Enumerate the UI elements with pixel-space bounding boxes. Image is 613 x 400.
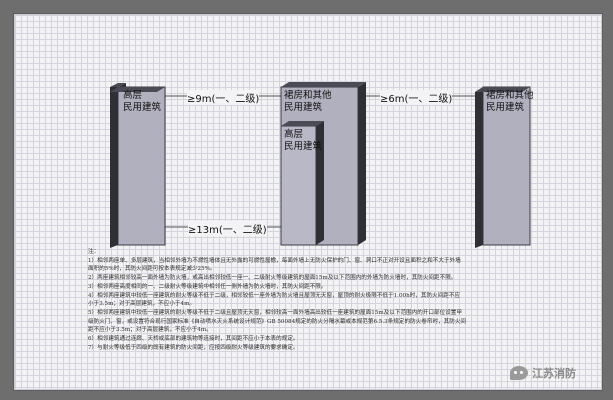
building-left-side-main [110,87,118,248]
note-line: 面积的5%时，其防火间距可按本表规定减少25%。 [88,266,216,273]
building-inner-label: 高层民用建筑 [284,129,323,152]
building-inner [280,121,324,246]
building-right-label: 裙房和其他民用建筑 [486,90,534,113]
building-left-label: 高层民用建筑 [123,90,162,113]
watermark: 江苏消防 [510,365,576,381]
dim-label-left: ≥9m(一、二级) [187,90,260,105]
watermark-text: 江苏消防 [532,367,576,380]
note-line: 7）与耐火等级低于四级的既有建筑的防火间距，应按四级耐火等级建筑的要求确定。 [88,344,299,351]
building-middle-label: 裙房和其他民用建筑 [284,90,332,113]
notes-block: 注： 1）相邻两座单、多层建筑，当相邻外墙为不燃性墙体且无外露的可燃性屋檐，每面外… [88,248,558,352]
building-middle-top [281,82,366,87]
note-line: 1）相邻两座单、多层建筑，当相邻外墙为不燃性墙体且无外露的可燃性屋檐，每面外墙上… [88,257,461,264]
note-line: 5）相邻两座建筑中较低一座建筑的耐火等级不低于二级且屋顶无天窗，相邻较高一面外墙… [88,309,462,316]
note-line: 3）相邻两座高度相同的一、二级耐火等级建筑中相邻任一侧外墙为防火墙时，其防火间距… [88,283,327,290]
dim-label-right: ≥6m(一、二级) [380,90,453,105]
building-inner-top [281,121,324,126]
building-middle-side [358,82,366,245]
wechat-icon [510,366,528,380]
building-left-top-main [110,87,165,92]
building-inner-side [316,121,324,245]
dim-label-bottom: ≥13m(一、二级) [188,221,267,236]
note-line: 6）相邻建筑通过连廊、天桥或底部的建筑物等连接时，其间距不应小于本表的规定。 [88,336,299,343]
building-right-top [475,87,530,92]
building-left-top [110,83,126,87]
building-right-side [475,87,483,248]
building-right [475,86,531,248]
note-line: 4）相邻两座建筑中较低一座建筑的耐火等级不低于二级，相邻较低一座外墙为防火墙且屋… [88,292,461,299]
note-line: 小于3.5m；对于高层建筑，不应小于4m。 [88,301,195,308]
note-line: 级防火门、窗，或设置符合现行国家标准《自动喷水灭火系统设计规范》GB 50084… [88,318,467,325]
note-line: 2）两座建筑相邻较高一面外墙为防火墙，或高出相邻较低一座一、二级耐火等级建筑的屋… [88,275,457,282]
notes-heading: 注： [88,249,100,255]
note-line: 距不应小于3.5m；对于高层建筑，不应小于4m。 [88,327,212,334]
